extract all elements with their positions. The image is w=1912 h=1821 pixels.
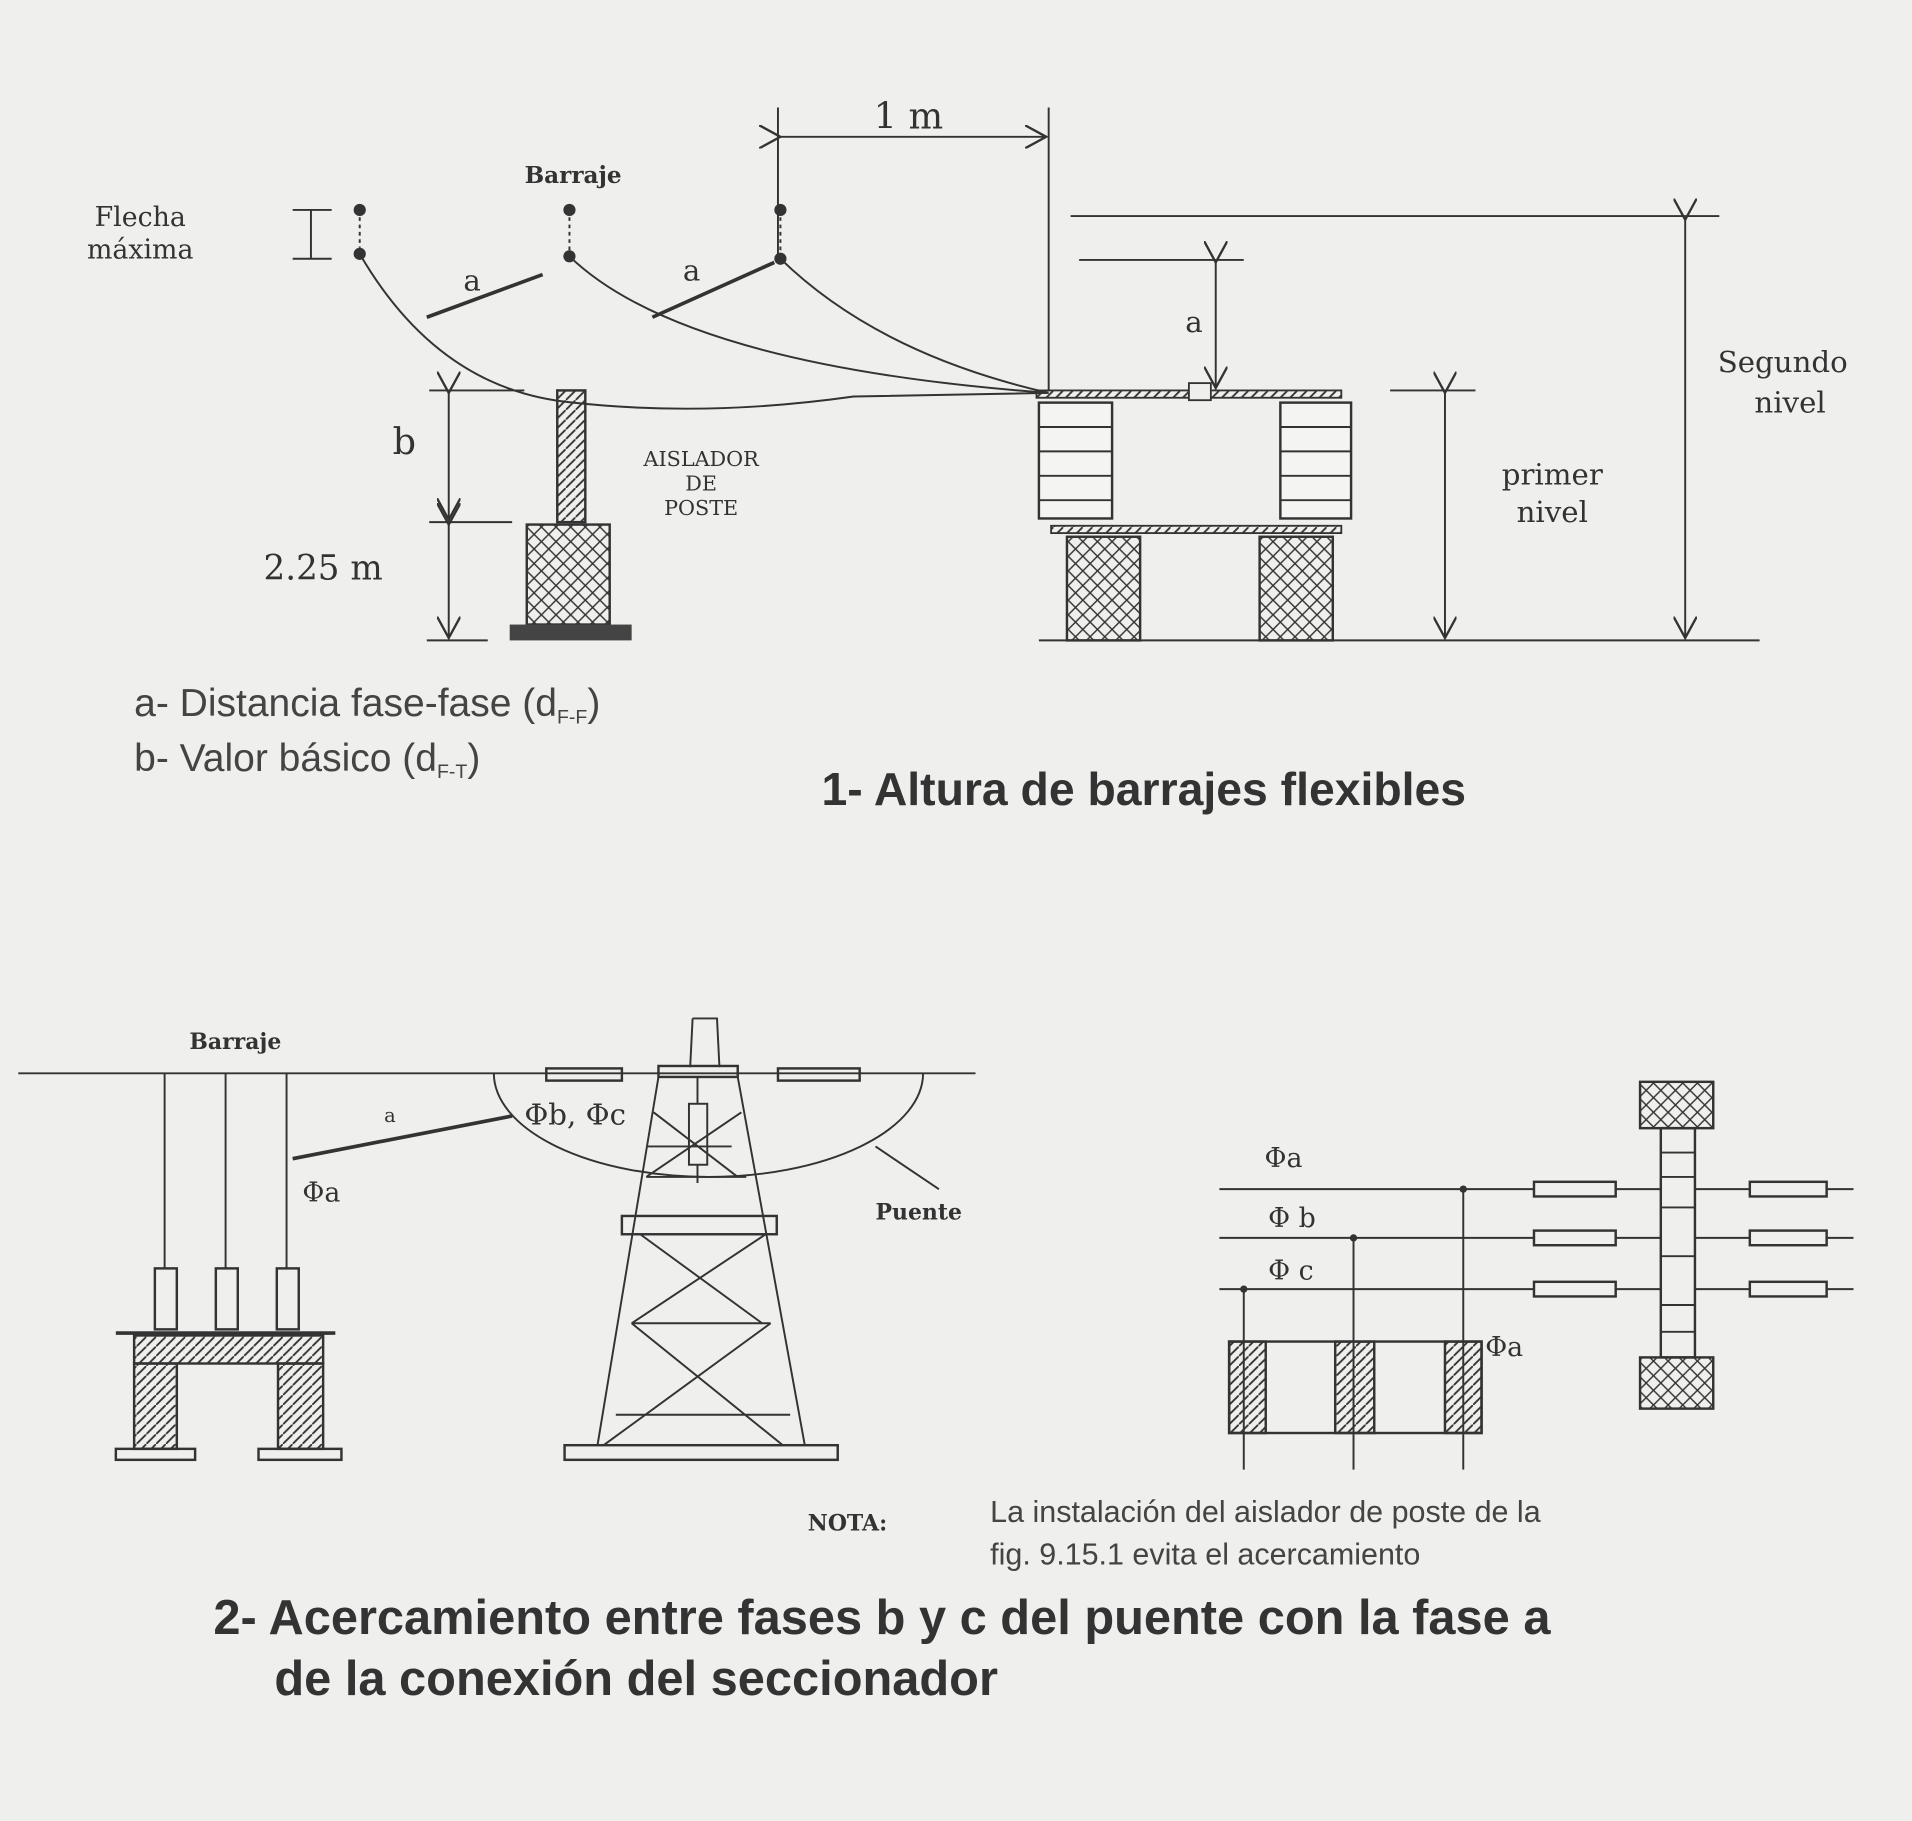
aislador-label-2: DE xyxy=(685,471,717,495)
primer-label-1: primer xyxy=(1502,457,1603,491)
nota-text-2: fig. 9.15.1 evita el acercamiento xyxy=(990,1538,1420,1572)
figure-1-title: 1- Altura de barrajes flexibles xyxy=(821,763,1466,815)
phi-b-label: Φ b xyxy=(1268,1203,1316,1234)
aislador-label-1: AISLADOR xyxy=(643,447,761,471)
phi-a-label-1: Φa xyxy=(302,1177,340,1208)
figure-2-title-1: 2- Acercamiento entre fases b y c del pu… xyxy=(213,1591,1551,1645)
phi-a-label-2: Φa xyxy=(1265,1143,1303,1174)
figure-2-title-2: de la conexión del seccionador xyxy=(274,1652,998,1706)
lattice-tower xyxy=(545,1017,861,1462)
a-label-2: a xyxy=(683,254,700,288)
two-level-structure xyxy=(1035,382,1760,642)
puente-label: Puente xyxy=(876,1200,962,1226)
legend-a: a- Distancia fase-fase (dF-F) xyxy=(134,682,600,728)
a-label-1: a xyxy=(463,263,480,297)
b-label: b xyxy=(393,420,416,463)
segundo-label-1: Segundo xyxy=(1718,345,1848,379)
a-label-3: a xyxy=(1185,305,1202,339)
phi-a-label-3: Φa xyxy=(1485,1332,1523,1363)
segundo-label-2: nivel xyxy=(1754,385,1825,419)
nota-label: NOTA: xyxy=(808,1511,887,1537)
figure-1-flexible-busbar-height: 1 m Barraje Flecha máxima a a Segundo ni… xyxy=(87,94,1848,815)
phi-bc-label: Φb, Φc xyxy=(524,1098,626,1132)
barraje-label: Barraje xyxy=(525,162,622,189)
dimension-1m-label: 1 m xyxy=(874,94,944,137)
disconnector-switch xyxy=(114,1073,343,1462)
barraje-label-2: Barraje xyxy=(189,1029,281,1055)
disconnector-plan-view xyxy=(1219,1080,1854,1470)
primer-label-2: nivel xyxy=(1517,495,1588,529)
flecha-label-1: Flecha xyxy=(95,202,186,233)
nota-text-1: La instalación del aislador de poste de … xyxy=(990,1495,1541,1529)
aislador-label-3: POSTE xyxy=(664,496,738,520)
dimension-225-label: 2.25 m xyxy=(264,548,383,588)
a-label-4: a xyxy=(384,1104,396,1127)
legend-b: b- Valor básico (dF-T) xyxy=(134,737,480,783)
phi-c-label: Φ c xyxy=(1268,1255,1314,1286)
post-insulator xyxy=(509,389,632,641)
figure-2-phase-approach: Barraje a Φa Φb, Φc Puente xyxy=(18,1017,1854,1706)
flecha-label-2: máxima xyxy=(87,235,194,266)
